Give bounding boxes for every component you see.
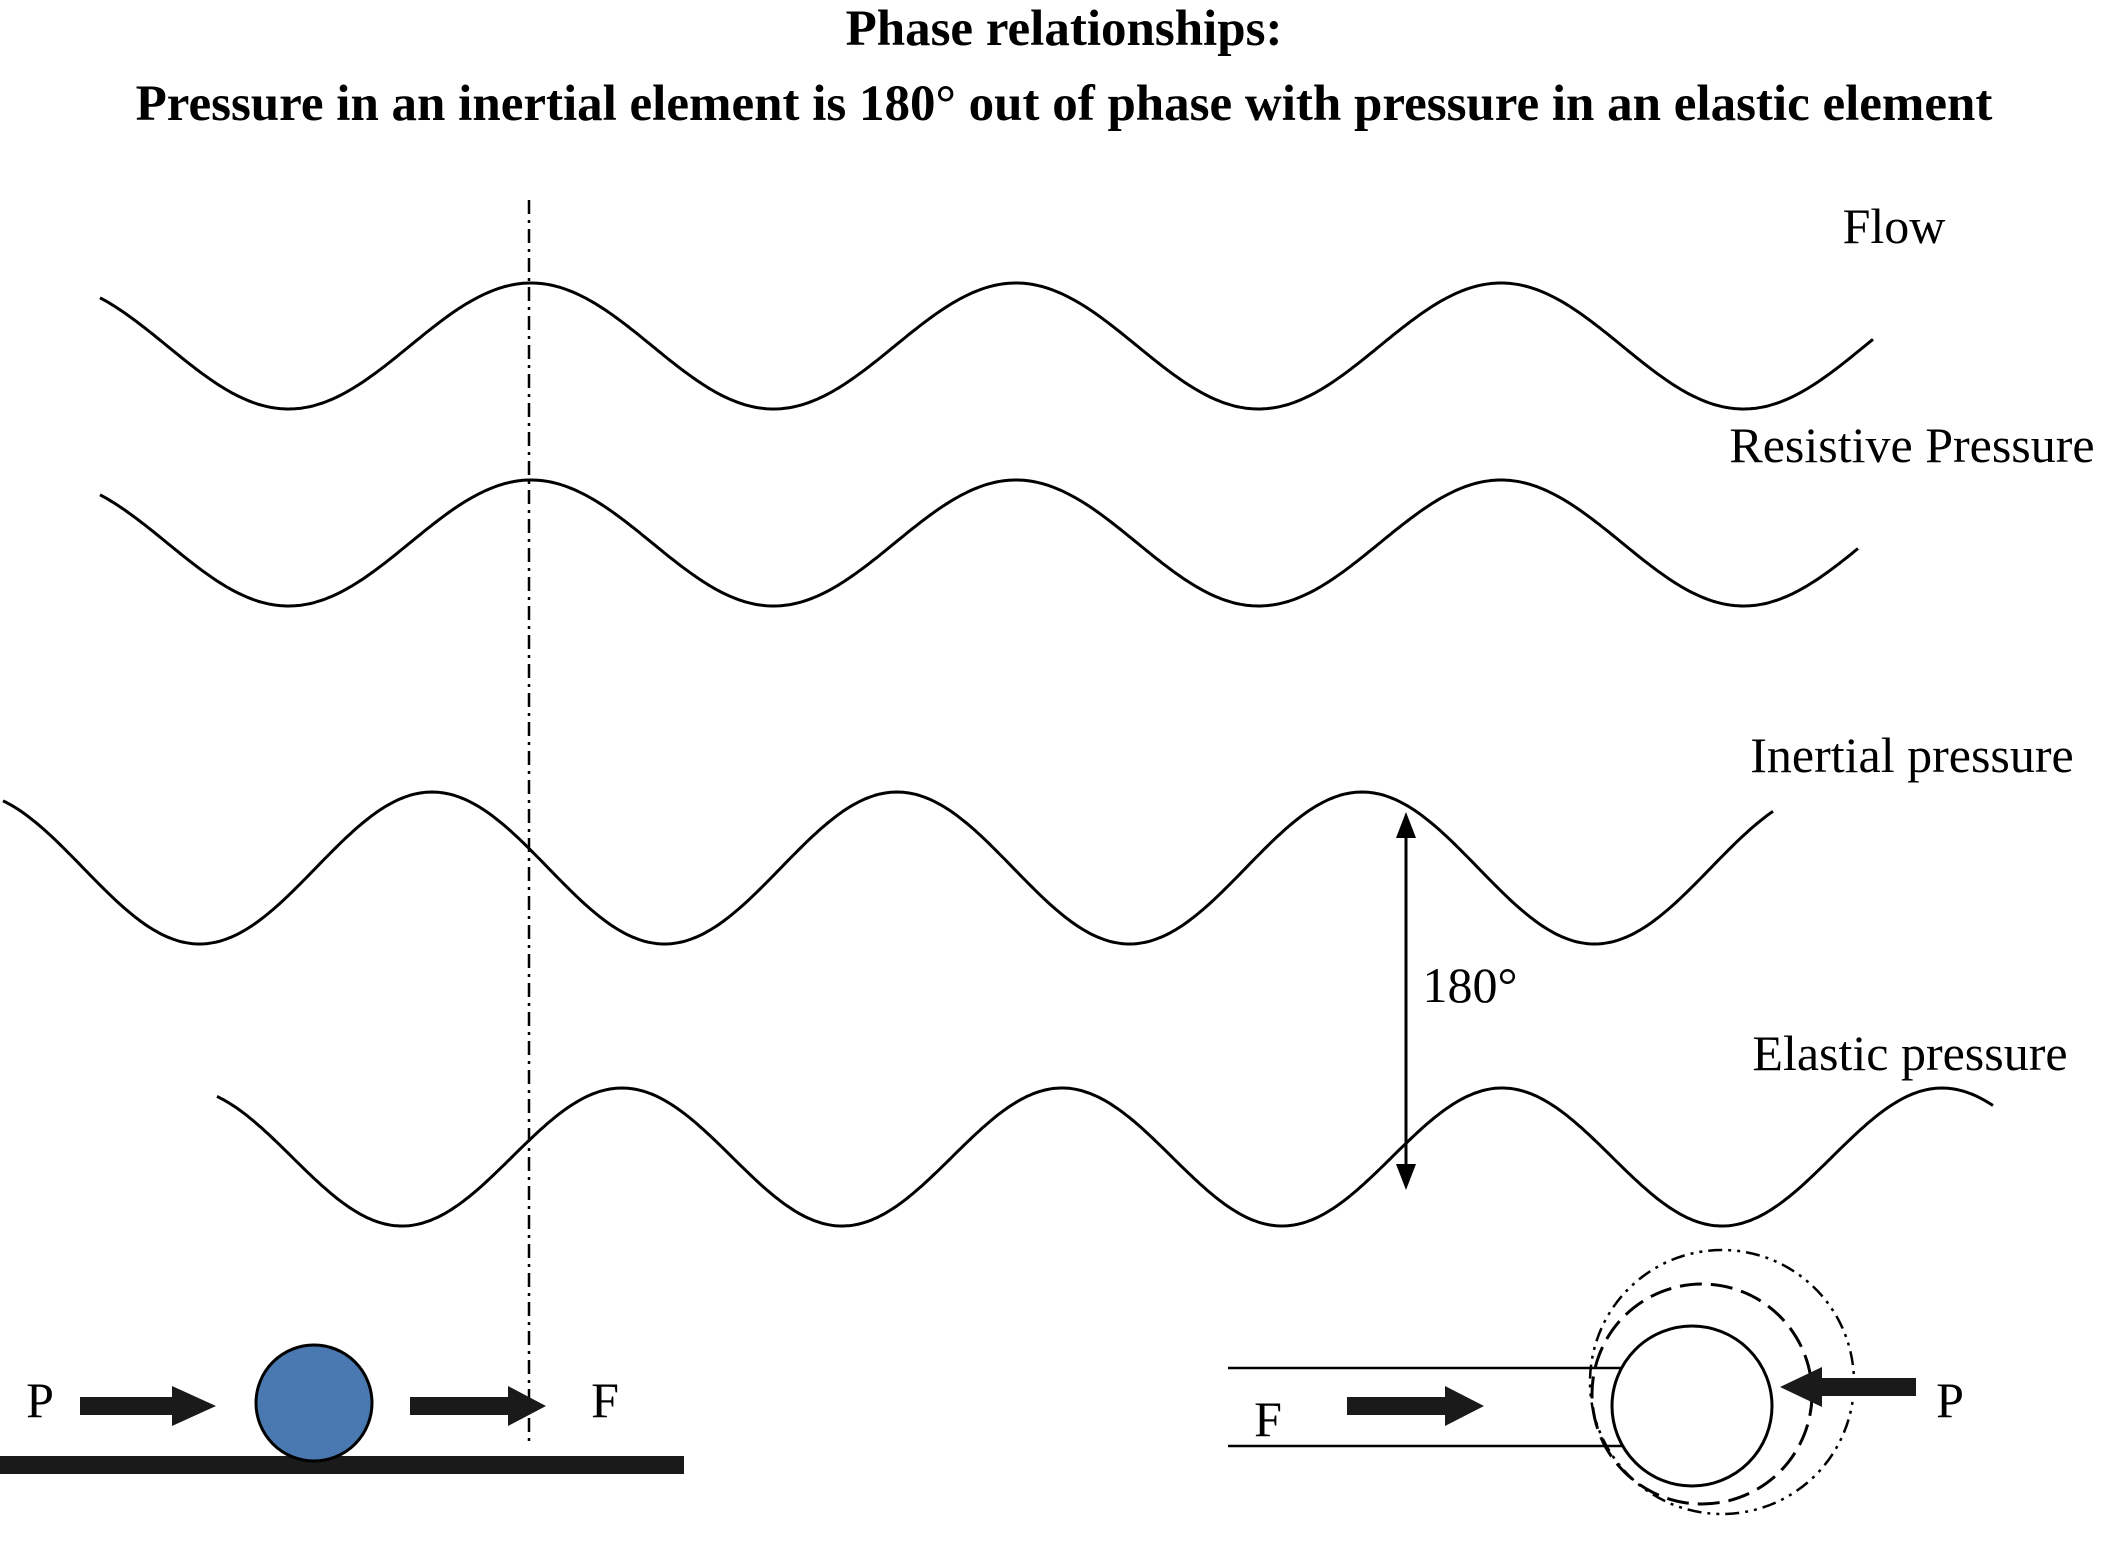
balloon-small (1610, 1324, 1774, 1488)
ground-bar (0, 1456, 684, 1474)
elastic-flow-symbol: F (1254, 1391, 1282, 1447)
inertial-pressure-wave (2, 790, 1774, 946)
flow-wave (99, 281, 1874, 411)
elastic-pressure-label: Elastic pressure (1752, 1025, 2067, 1081)
resistive-pressure-label: Resistive Pressure (1729, 417, 2094, 473)
phase-difference-label: 180° (1423, 957, 1518, 1013)
phase-difference-arrow (1396, 812, 1416, 1190)
title-line-2: Pressure in an inertial element is 180° … (135, 76, 1993, 132)
elastic-pressure-symbol: P (1936, 1372, 1964, 1428)
inertial-flow-symbol: F (591, 1372, 619, 1428)
resistive-pressure-wave (99, 478, 1859, 608)
mass-ball (254, 1343, 374, 1463)
inertial-pressure-label: Inertial pressure (1750, 727, 2073, 783)
pressure-arrow-icon (80, 1386, 216, 1426)
elastic-pressure-wave (216, 1086, 1994, 1228)
title-line-1: Phase relationships: (845, 1, 1283, 57)
flow-arrow-icon (1347, 1386, 1484, 1426)
elastic-element: F P (1228, 1248, 1964, 1516)
flow-arrow-icon (410, 1386, 546, 1426)
pressure-arrow-icon (1780, 1367, 1916, 1407)
inertial-element: P F (0, 1343, 684, 1474)
flow-label: Flow (1843, 198, 1946, 254)
inertial-pressure-symbol: P (26, 1372, 54, 1428)
